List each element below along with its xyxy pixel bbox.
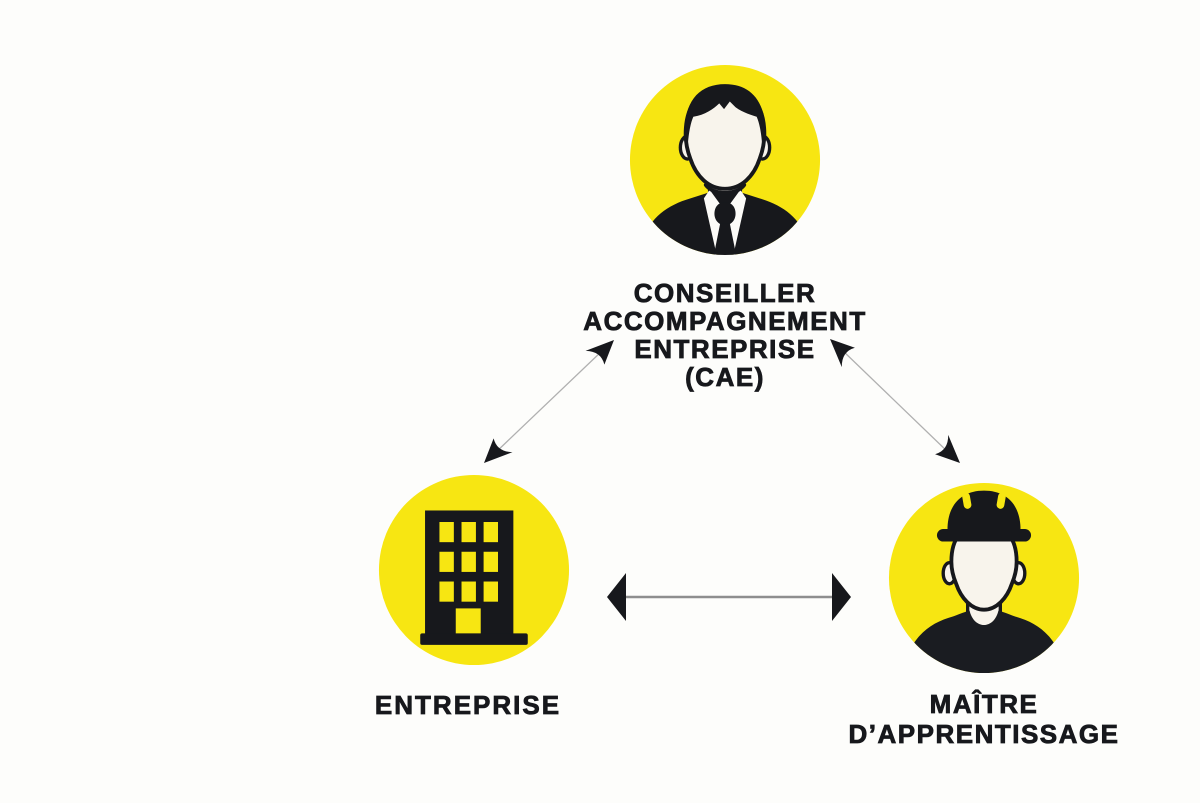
- arrow-cae-maitre: [830, 339, 960, 463]
- building-window: [483, 522, 498, 543]
- maitre-node: [888, 482, 1080, 674]
- maitre-label: MAÎTRE D’APPRENTISSAGE: [784, 689, 1184, 750]
- cae-label-line: CONSEILLER: [633, 278, 817, 308]
- hardhat-ridge: [996, 492, 1006, 509]
- entreprise-node: [378, 474, 570, 666]
- cae-label-line: ACCOMPAGNEMENT: [583, 306, 867, 336]
- hardhat-brim: [936, 529, 1032, 542]
- building-window: [461, 581, 476, 602]
- maitre-label-line: D’APPRENTISSAGE: [848, 719, 1120, 750]
- tie-knot: [714, 202, 736, 226]
- entreprise-label-line: ENTREPRISE: [374, 690, 562, 720]
- arrow-cae-entreprise: [484, 340, 614, 463]
- entreprise-label: ENTREPRISE: [318, 690, 618, 720]
- cae-label-line: ENTREPRISE: [634, 334, 816, 364]
- building-base: [420, 633, 528, 645]
- maitre-label-line: MAÎTRE: [929, 689, 1039, 720]
- building-window: [439, 522, 454, 543]
- building-window: [461, 551, 476, 572]
- cae-node: [629, 64, 821, 256]
- arrow-entreprise-maitre: [607, 573, 851, 621]
- building-door: [455, 608, 481, 634]
- building-window: [439, 551, 454, 572]
- hair-shape: [684, 84, 766, 149]
- hardhat-ridge: [962, 492, 972, 509]
- collar-line: [703, 183, 747, 195]
- building-window: [461, 522, 476, 543]
- building-window: [439, 581, 454, 602]
- construction-worker-icon: [888, 482, 1080, 674]
- businessman-icon: [629, 64, 821, 256]
- cae-label: CONSEILLER ACCOMPAGNEMENT ENTREPRISE (CA…: [525, 278, 925, 392]
- worker-shirt-shape: [901, 610, 1067, 674]
- building-window: [483, 581, 498, 602]
- cae-label-line: (CAE): [685, 362, 765, 392]
- tie-tail: [714, 223, 736, 256]
- face-shape: [949, 522, 1019, 612]
- building-window: [483, 551, 498, 572]
- building-icon: [378, 474, 570, 666]
